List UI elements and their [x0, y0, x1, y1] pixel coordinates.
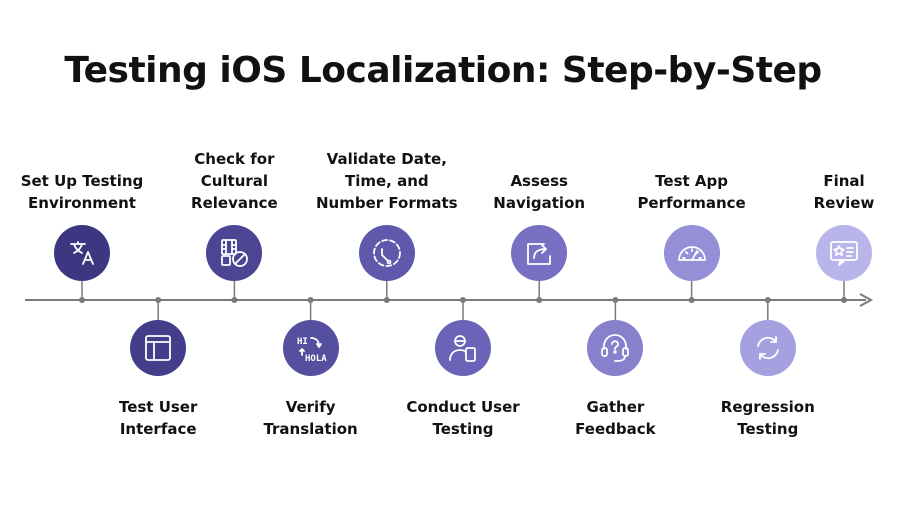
step-label-line: Test App: [655, 172, 728, 190]
step-marker-dot: [612, 297, 619, 303]
step-label-line: Regression: [720, 398, 815, 416]
step-label-line: Final: [823, 172, 865, 190]
step-marker-dot: [307, 297, 314, 303]
step-circle: [54, 225, 110, 281]
step-label-line: Validate Date,: [326, 150, 447, 168]
step-label-line: Verify: [285, 398, 336, 416]
review-star-icon: [830, 241, 858, 266]
step-marker-dot: [536, 297, 543, 303]
step-label-line: Relevance: [191, 194, 278, 212]
step-circle: [739, 320, 796, 376]
step-circle: [816, 225, 872, 281]
step-label-line: Gather: [586, 398, 645, 416]
layout-icon: [145, 335, 172, 361]
translate-icon: [70, 241, 94, 265]
step-label-line: Review: [813, 194, 875, 212]
svg-text:HI: HI: [297, 337, 308, 347]
film-block-icon: [221, 239, 249, 267]
step-label-line: Cultural: [200, 172, 269, 190]
step-label-line: Number Formats: [316, 194, 458, 212]
step-label-line: Check for: [194, 150, 275, 168]
page-title: Testing iOS Localization: Step-by-Step: [64, 50, 822, 91]
step-marker-dot: [688, 297, 695, 303]
step-circle: [358, 225, 415, 281]
svg-text:HOLA: HOLA: [305, 354, 327, 364]
headset-question-icon: [601, 334, 630, 362]
timeline-arrow-icon: [859, 293, 874, 307]
step-marker-dot: [383, 297, 390, 303]
step-marker-dot: [841, 297, 847, 303]
step-circle: HI HOLA: [282, 320, 339, 376]
step-label-line: Testing: [432, 420, 494, 438]
step-circle: [587, 320, 644, 376]
hi-hola-icon: HI HOLA: [297, 337, 327, 364]
step-label-line: Assess: [510, 172, 568, 190]
step-marker-dot: [460, 297, 466, 303]
user-device-icon: [449, 335, 476, 362]
step-marker-dot: [79, 297, 85, 303]
share-arrow-icon: [527, 243, 552, 265]
speedometer-icon: [677, 246, 706, 261]
step-marker-dot: [155, 297, 162, 303]
step-label-line: Interface: [119, 420, 197, 438]
step-label-line: Conduct User: [406, 398, 520, 416]
step-circle: [511, 225, 568, 281]
step-label-line: Testing: [737, 420, 799, 438]
step-label-line: Environment: [28, 194, 136, 212]
step-label-line: Feedback: [575, 420, 656, 438]
step-circle: [206, 225, 263, 281]
step-circle: [130, 320, 187, 376]
step-label-line: Translation: [263, 420, 358, 438]
refresh-icon: [756, 336, 779, 360]
step-marker-dot: [231, 297, 238, 303]
step-marker-dot: [764, 297, 771, 303]
step-circle: [663, 225, 720, 281]
step-label-line: Time, and: [344, 172, 429, 190]
step-label-line: Test User: [118, 398, 198, 416]
step-label-line: Performance: [637, 194, 746, 212]
clock-dashed-icon: [372, 239, 401, 267]
step-label-line: Navigation: [493, 194, 586, 212]
step-label-line: Set Up Testing: [20, 172, 144, 190]
step-circle: [435, 320, 491, 376]
